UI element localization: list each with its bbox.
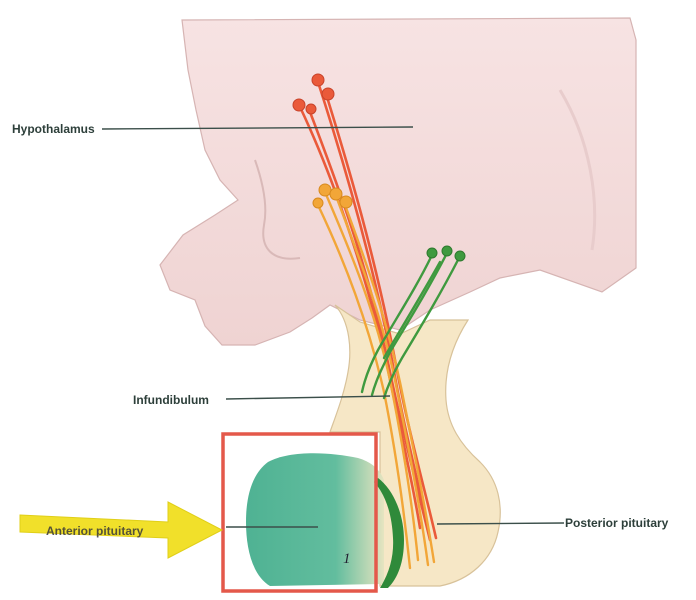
green-neuron-fibers [360,251,461,400]
hypothalamus-contour [254,159,301,260]
specimen-mark: 1 [343,551,351,567]
orange-neuron-cells [312,183,353,209]
hypothalamus-label: Hypothalamus [12,122,95,136]
green-neuron-cells [426,245,466,262]
red-neuron-cells [292,73,335,115]
posterior-pituitary-label: Posterior pituitary [565,516,669,530]
anterior-pituitary-label: Anterior pituitary [46,524,144,538]
pars-intermedia [374,478,404,588]
hypothalamus-ridge [558,89,597,251]
hypothalamus-leader-line [101,126,414,130]
anterior-pituitary-lobe [246,453,384,586]
anterior-pituitary-highlight-box [221,432,378,593]
yellow-arrow [19,501,224,559]
pituitary-body [329,304,501,587]
posterior-pituitary-leader-line [436,522,565,525]
infundibulum-label: Infundibulum [133,393,209,407]
infundibulum-leader-line [225,395,391,400]
hypothalamus-region [159,17,637,346]
